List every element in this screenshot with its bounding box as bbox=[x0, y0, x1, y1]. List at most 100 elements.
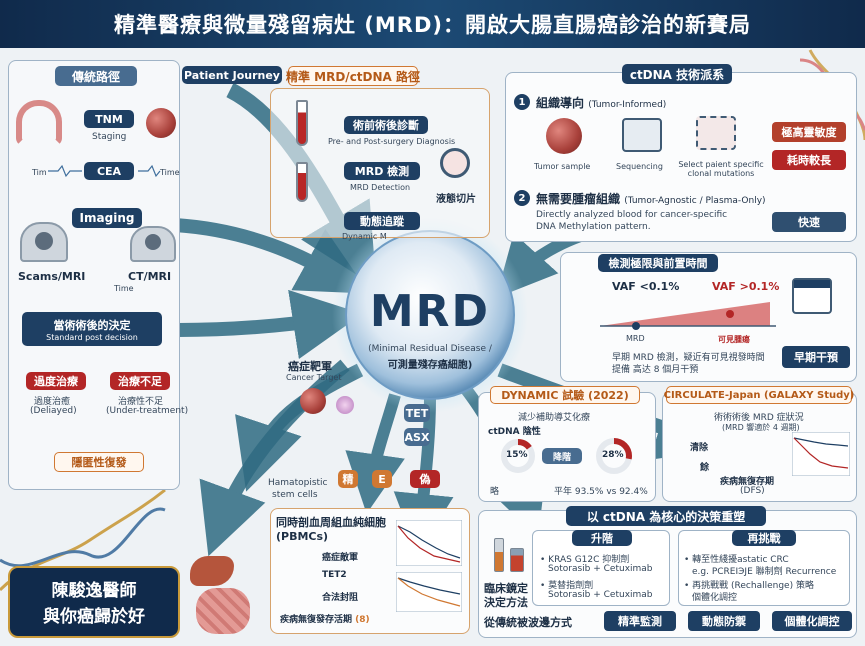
cancer-target-en: Cancer Target bbox=[286, 373, 342, 382]
magnifier-icon bbox=[440, 148, 470, 178]
circulate-title: CIRCULATE-Japan (GALAXY Study) bbox=[664, 386, 854, 404]
escalation-bullet-2b: Sotorasib + Cetuximab bbox=[548, 590, 653, 600]
circulate-dfs-1: 疾病無復存期 bbox=[720, 477, 775, 487]
flow-arrow bbox=[199, 359, 350, 557]
blood-tube-icon-2 bbox=[296, 162, 308, 202]
dynamic-donut-right bbox=[596, 438, 632, 474]
personalized-control-button[interactable]: 個體化調控 bbox=[772, 611, 852, 631]
rechallenge-title: 再挑戰 bbox=[732, 530, 796, 546]
circulate-dfs-2: (DFS) bbox=[740, 486, 765, 496]
clinical-decision-1: 臨床鏡定 bbox=[484, 582, 528, 595]
escalation-bullet-1b: Sotorasib + Cetuximab bbox=[548, 564, 653, 574]
mrd-path-title: 精準 MRD/ctDNA 路徑 bbox=[286, 66, 420, 86]
circulate-clear-label: 清除 bbox=[690, 443, 709, 453]
asx-tag: ASX bbox=[404, 428, 430, 446]
cea-signal-line bbox=[48, 164, 161, 178]
rechallenge-bullet-1: • 轉至性綫擾astatic CRC bbox=[684, 555, 789, 565]
pbmc-item-2: TET2 bbox=[322, 570, 347, 580]
decision-en: Standard post decision bbox=[46, 332, 138, 342]
cancer-target-zh: 癌症靶軍 bbox=[288, 360, 332, 373]
ct-scanner-icon bbox=[130, 226, 176, 262]
plasma-only-title: 無需要腫瘤組織 (Tumor-Agnostic / Plasma-Only) bbox=[536, 190, 766, 207]
tumor-informed-title: 組織導向 (Tumor-Informed) bbox=[536, 94, 666, 111]
dynamic-desc: 減少補助導艾化療 bbox=[518, 413, 591, 423]
rechallenge-bullet-1b: e.g. PCREΙЭJE 聯制劑 Recurrence bbox=[692, 567, 837, 577]
dynamic-tracking-node: 動態追蹤 bbox=[344, 212, 420, 230]
escalation-b2: 莫替指劑劑 bbox=[548, 581, 594, 591]
dynamic-pct-left: 15% bbox=[506, 450, 528, 460]
imaging-node: Imaging bbox=[72, 208, 142, 228]
tnm-node: TNM bbox=[84, 110, 134, 128]
rechallenge-b1: 轉至性綫擾astatic CRC bbox=[692, 555, 789, 565]
diagnosis-en: Pre- and Post-surgery Diagnosis bbox=[328, 137, 456, 146]
dynamic-donut-left bbox=[501, 439, 535, 473]
plasma-only-en: (Tumor-Agnostic / Plasma-Only) bbox=[624, 196, 766, 206]
over-treatment-tag: 過度治療 bbox=[26, 372, 86, 390]
fast-chip: 快速 bbox=[772, 212, 846, 232]
ct-mri-label: CT/MRI bbox=[128, 270, 172, 283]
pbmc-title-1: 同時剖血周組血純細胞 bbox=[276, 516, 386, 529]
de-escalation-arrow: 降階 bbox=[542, 448, 582, 464]
time-mid-label: Time bbox=[114, 284, 134, 293]
mrd-definition-zh: 可測量殘存癌細胞) bbox=[387, 360, 473, 371]
mrd-big-label: MRD bbox=[369, 286, 491, 337]
colon-illustration-icon bbox=[16, 100, 62, 146]
ctdna-tech-title: ctDNA 技術派系 bbox=[622, 64, 732, 84]
dynamic-tracking-en: Dynamic M bbox=[342, 232, 387, 241]
circulate-desc-2: (MRD 響適於 4 週期) bbox=[722, 423, 800, 432]
time-left-label: Tim bbox=[32, 168, 47, 177]
bottom-flow-label: 從傳統被波邊方式 bbox=[484, 616, 572, 629]
plasma-only-number: 2 bbox=[514, 190, 530, 206]
dynamic-defense-button[interactable]: 動態防禦 bbox=[688, 611, 760, 631]
page-title: 精準醫療與微量殘留病灶 (MRD)：開啟大腸直腸癌診治的新賽局 bbox=[0, 0, 865, 48]
signature-line-2: 與你癌歸於好 bbox=[43, 607, 145, 627]
decision-title: 以 ctDNA 為核心的決策重塑 bbox=[566, 506, 766, 526]
syringe-icon bbox=[494, 538, 504, 572]
standard-decision-node: 當術術後的決定 Standard post decision bbox=[22, 312, 162, 346]
detection-desc-2: 提備 高达 8 個月干預 bbox=[612, 365, 699, 375]
calendar-icon bbox=[792, 278, 832, 314]
under-treatment-zh: 治療性不足 bbox=[118, 397, 164, 407]
escalation-bullet-1: • KRAS G12C 抑制劑 bbox=[540, 555, 630, 565]
flow-arrow bbox=[177, 289, 363, 360]
traditional-path-title: 傳統路徑 bbox=[55, 66, 137, 86]
over-treatment-zh: 過度治癒 bbox=[34, 397, 71, 407]
mrd-detection-en: MRD Detection bbox=[350, 183, 411, 192]
tumor-sample-label: Tumor sample bbox=[534, 162, 591, 171]
rechallenge-bullet-2: • 再挑戰戰 (Rechallenge) 策略 bbox=[684, 581, 814, 591]
tumor-informed-en: (Tumor-Informed) bbox=[588, 100, 667, 110]
visible-tumor-label: 可見腫瘍 bbox=[718, 335, 750, 344]
pbmc-item-1: 癌症敵軍 bbox=[322, 553, 359, 563]
mrd-detection-node: MRD 檢測 bbox=[344, 162, 420, 180]
signature-box bbox=[8, 566, 180, 638]
precision-monitoring-button[interactable]: 精準監測 bbox=[604, 611, 676, 631]
pbmc-dfs-label: 疾病無復發存活期 (8) bbox=[280, 612, 370, 625]
tumor-informed-zh: 組織導向 bbox=[536, 96, 585, 110]
under-treatment-tag: 治療不足 bbox=[110, 372, 170, 390]
occult-recurrence-tag: 隱匿性復發 bbox=[54, 452, 144, 472]
sequencing-icon bbox=[622, 118, 662, 152]
liquid-biopsy-label: 液態切片 bbox=[436, 194, 476, 205]
signature-line-1: 陳駿逸醫師 bbox=[51, 581, 137, 601]
intestine-organ-icon bbox=[196, 588, 250, 634]
vaf-progression-graphic bbox=[600, 302, 776, 330]
pbmc-dfs-text: 疾病無復發存活期 bbox=[280, 615, 353, 625]
time-consuming-chip: 耗時較長 bbox=[772, 150, 846, 170]
patient-journey-label: Patient Journey bbox=[182, 66, 282, 84]
escalation-b1: KRAS G12C 抑制劑 bbox=[548, 555, 630, 565]
plasma-only-desc-2: DNA Methylation pattern. bbox=[536, 222, 651, 232]
escalation-bullet-2: • 莫替指劑劑 bbox=[540, 581, 594, 591]
false-badge: 偽 bbox=[410, 470, 440, 488]
decision-zh: 當術術後的決定 bbox=[53, 318, 131, 332]
diagnosis-node: 術前術後診斷 bbox=[344, 116, 428, 134]
under-treatment-en: (Under-treatment) bbox=[106, 406, 189, 416]
staging-label: Staging bbox=[92, 132, 127, 142]
high-sensitivity-chip: 極高靈敏度 bbox=[772, 122, 846, 142]
circulate-km-curve bbox=[792, 432, 850, 476]
early-intervention-chip: 早期干預 bbox=[782, 346, 850, 368]
cea-node: CEA bbox=[84, 162, 134, 180]
vaf-high-label: VAF >0.1% bbox=[712, 280, 780, 293]
mrd-marker-label: MRD bbox=[626, 334, 645, 343]
over-treatment-en: (Deliayed) bbox=[30, 406, 77, 416]
